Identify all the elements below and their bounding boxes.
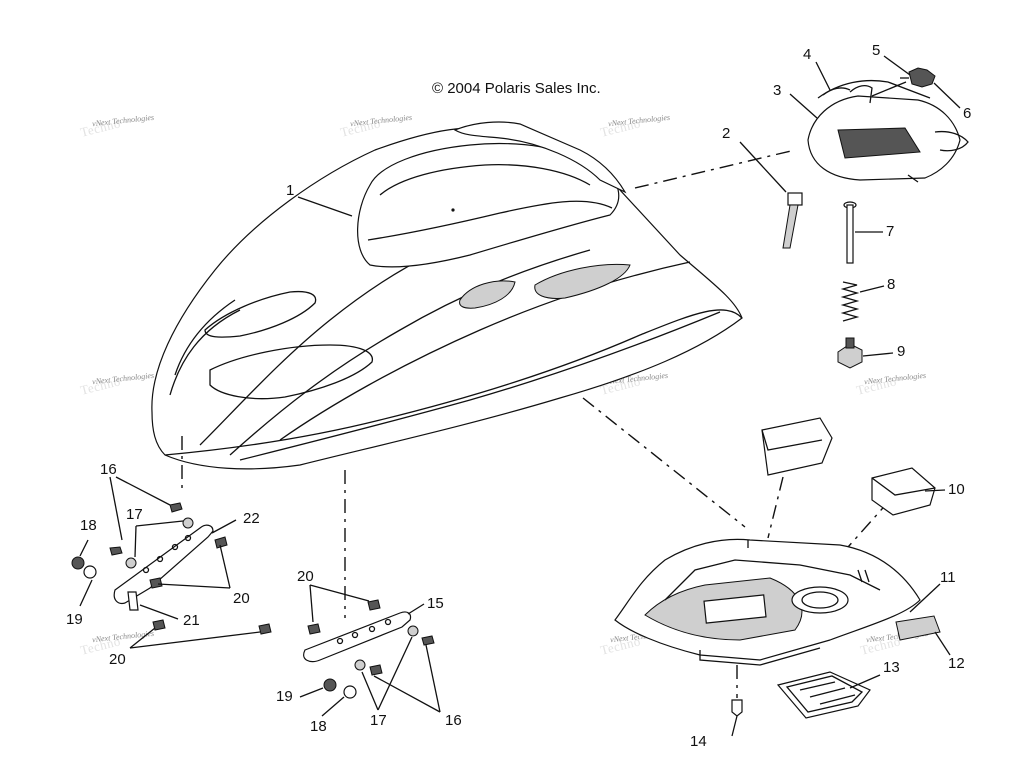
callout-10: 10 xyxy=(948,481,965,498)
callout-5: 5 xyxy=(872,42,881,59)
callout-16-right: 16 xyxy=(445,712,462,729)
leader-pad-left xyxy=(767,476,784,539)
callout-4: 4 xyxy=(803,46,812,63)
callout-17-right: 17 xyxy=(370,712,387,729)
callout-13: 13 xyxy=(883,659,900,676)
callout-19-left: 19 xyxy=(66,611,83,628)
callout-15: 15 xyxy=(427,595,444,612)
callout-19-right: 19 xyxy=(276,688,293,705)
callout-18-left: 18 xyxy=(80,517,97,534)
storage-tray xyxy=(614,538,921,666)
callout-6: 6 xyxy=(963,105,972,122)
leader-hood-to-console xyxy=(634,149,796,189)
callout-18-right: 18 xyxy=(310,718,327,735)
callout-21: 21 xyxy=(183,612,200,629)
callout-17-left: 17 xyxy=(126,506,143,523)
screw-part xyxy=(731,665,743,717)
callout-7: 7 xyxy=(886,223,895,240)
callout-2: 2 xyxy=(722,125,731,142)
callout-1: 1 xyxy=(286,182,295,199)
copyright-notice: © 2004 Polaris Sales Inc. xyxy=(432,80,601,97)
grille-part xyxy=(776,671,871,719)
callout-leaders xyxy=(297,55,961,737)
bracket-left-assembly xyxy=(71,476,272,649)
connector-part xyxy=(782,192,803,249)
foam-pad-left xyxy=(761,417,833,476)
spring-part xyxy=(840,281,860,322)
callout-16-left: 16 xyxy=(100,461,117,478)
callout-20-right: 20 xyxy=(297,568,314,585)
callout-9: 9 xyxy=(897,343,906,360)
bracket-right-assembly xyxy=(299,584,441,717)
decal-part xyxy=(895,615,941,641)
callout-20-bottom: 20 xyxy=(109,651,126,668)
foam-pad-right xyxy=(871,467,936,516)
callout-20-left: 20 xyxy=(233,590,250,607)
hood-assembly xyxy=(151,121,743,470)
callout-11: 11 xyxy=(940,569,956,586)
console-assembly xyxy=(807,67,969,183)
callout-8: 8 xyxy=(887,276,896,293)
callout-12: 12 xyxy=(948,655,965,672)
callout-14: 14 xyxy=(690,733,707,750)
rod-part xyxy=(843,201,857,264)
leader-hood-to-tray xyxy=(582,397,746,528)
nut-part xyxy=(837,337,863,369)
callout-3: 3 xyxy=(773,82,782,99)
callout-22: 22 xyxy=(243,510,260,527)
